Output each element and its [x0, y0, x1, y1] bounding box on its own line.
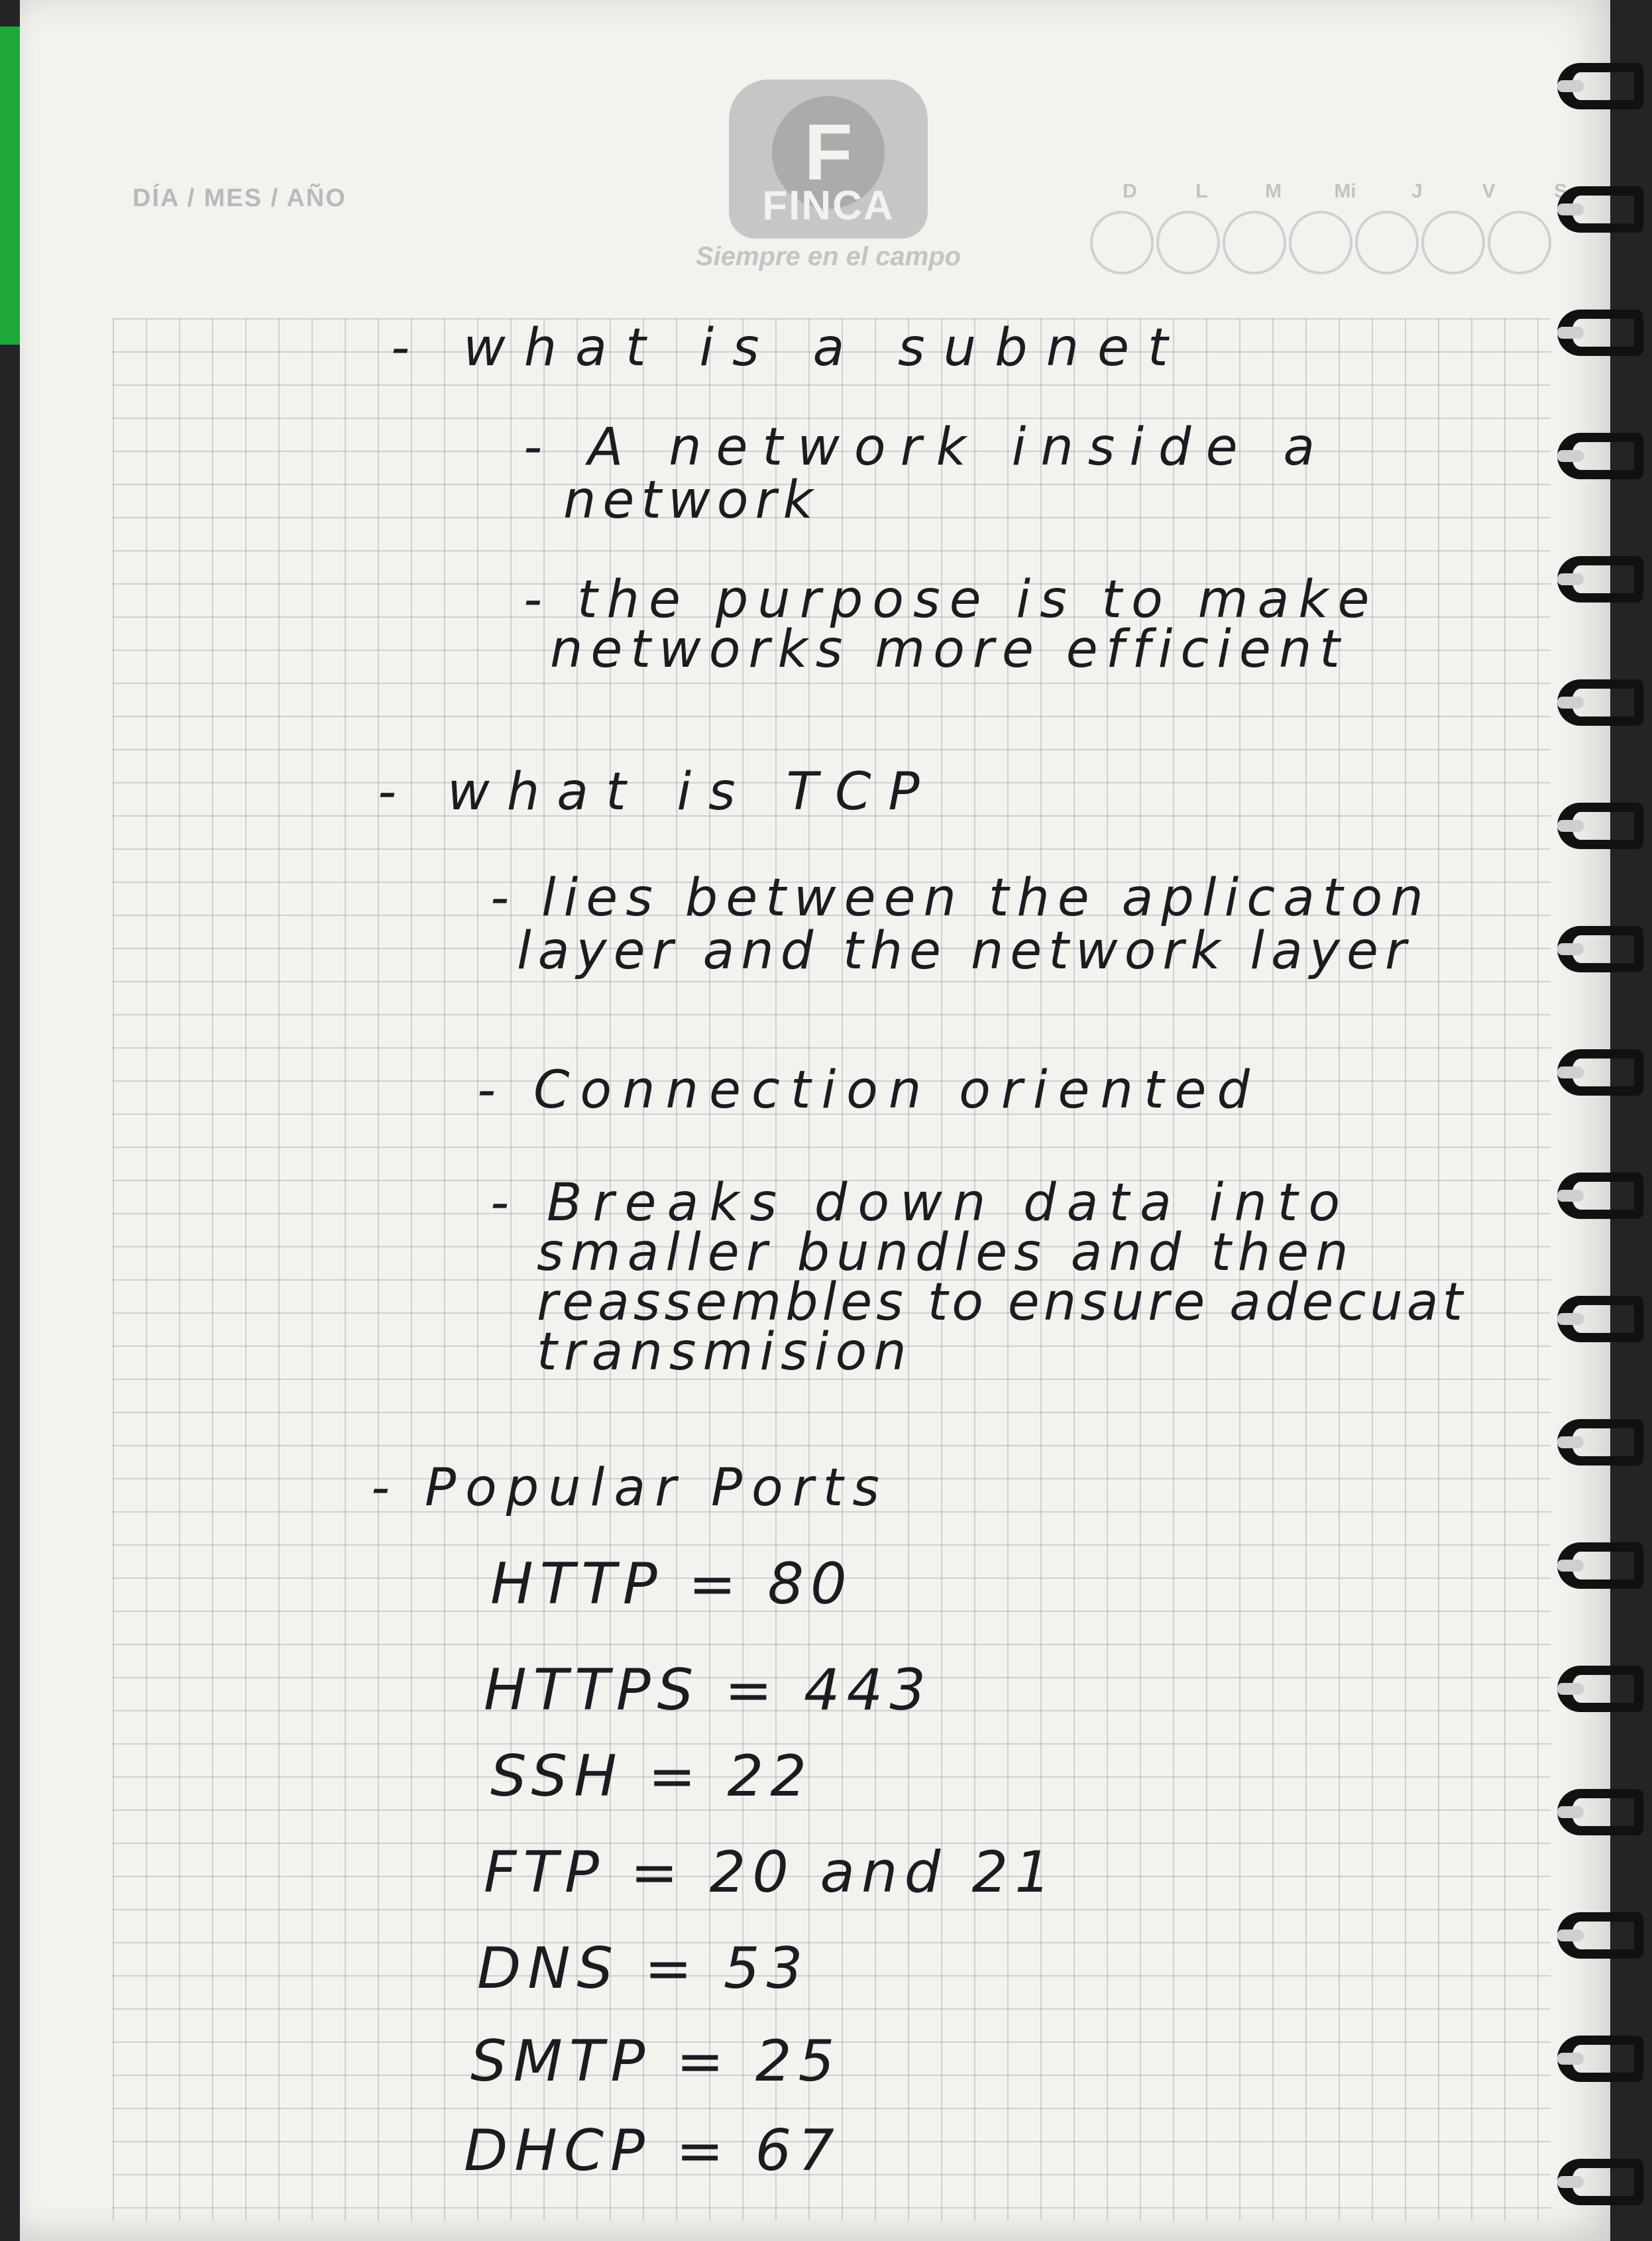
subnet-point-1-line-1: - A network inside a — [523, 418, 1330, 477]
weekday-label: M — [1265, 180, 1282, 202]
logo-sun-icon — [772, 96, 885, 209]
subnet-heading: - what is a subnet — [391, 318, 1187, 378]
logo-letter: F — [804, 108, 853, 197]
weekday-circle — [1421, 211, 1485, 274]
handwritten-notes: - what is a subnet - A network inside a … — [20, 0, 1610, 2241]
tcp-point-1-line-1: - lies between the aplicaton — [490, 868, 1431, 928]
binding-ring — [1557, 2036, 1643, 2082]
binding-ring — [1557, 1789, 1643, 1835]
logo-slogan: Siempre en el campo — [695, 242, 962, 271]
weekday-label: Mi — [1334, 180, 1356, 202]
binding-ring — [1557, 1912, 1643, 1959]
weekday-circle — [1156, 211, 1220, 274]
binding-ring — [1557, 1666, 1643, 1712]
grid-paper — [113, 318, 1551, 2220]
binding-ring — [1557, 1296, 1643, 1342]
weekday-label: L — [1195, 180, 1208, 202]
binding-ring — [1557, 310, 1643, 356]
tcp-point-3-line-3: reassembles to ensure adecuat — [537, 1273, 1467, 1332]
weekday-label: D — [1123, 180, 1137, 202]
weekday-circle — [1355, 211, 1419, 274]
binding-ring — [1557, 926, 1643, 972]
notebook-page: DÍA / MES / AÑO F FINCA Siempre en el ca… — [20, 0, 1610, 2241]
subnet-point-1-line-2: network — [563, 471, 820, 530]
binding-ring — [1557, 433, 1643, 479]
binding-ring — [1557, 803, 1643, 849]
date-label: DÍA / MES / AÑO — [133, 184, 347, 212]
weekday-label: J — [1411, 180, 1423, 202]
port-ftp: FTP = 20 and 21 — [484, 1839, 1058, 1906]
port-http: HTTP = 80 — [490, 1551, 854, 1617]
subnet-point-2-line-1: - the purpose is to make — [523, 570, 1379, 630]
binding-ring — [1557, 1173, 1643, 1219]
binding-ring — [1557, 63, 1643, 109]
tcp-point-1-line-2: layer and the network layer — [517, 921, 1413, 981]
weekday-circle — [1289, 211, 1352, 274]
weekday-circle — [1090, 211, 1154, 274]
binding-ring — [1557, 1542, 1643, 1589]
binding-ring — [1557, 186, 1643, 233]
binding-ring — [1557, 679, 1643, 726]
binding-ring — [1557, 1419, 1643, 1465]
tcp-point-3-line-2: smaller bundles and then — [537, 1223, 1355, 1283]
tcp-point-3-line-4: transmision — [537, 1322, 913, 1382]
weekday-labels: D L M Mi J V S — [1100, 180, 1590, 203]
tcp-point-2: - Connection oriented — [477, 1061, 1261, 1120]
spiral-binding — [1557, 0, 1652, 2241]
port-dhcp: DHCP = 67 — [464, 2118, 841, 2184]
finca-logo: F FINCA Siempre en el campo — [683, 66, 974, 285]
binding-ring — [1557, 2159, 1643, 2205]
tcp-point-3-line-1: - Breaks down data into — [490, 1173, 1351, 1233]
weekday-circle — [1223, 211, 1286, 274]
tcp-heading: - what is TCP — [378, 762, 937, 822]
port-smtp: SMTP = 25 — [470, 2028, 842, 2095]
weekday-circles — [1090, 211, 1567, 277]
port-https: HTTPS = 443 — [484, 1657, 933, 1723]
weekday-label: V — [1482, 180, 1496, 202]
binding-ring — [1557, 556, 1643, 603]
port-dns: DNS = 53 — [477, 1935, 810, 2002]
logo-name: FINCA — [762, 183, 895, 229]
ports-heading: - Popular Ports — [371, 1458, 889, 1518]
subnet-point-2-line-2: networks more efficient — [550, 620, 1348, 679]
weekday-circle — [1488, 211, 1551, 274]
binding-ring — [1557, 1049, 1643, 1096]
port-ssh: SSH = 22 — [490, 1743, 813, 1810]
